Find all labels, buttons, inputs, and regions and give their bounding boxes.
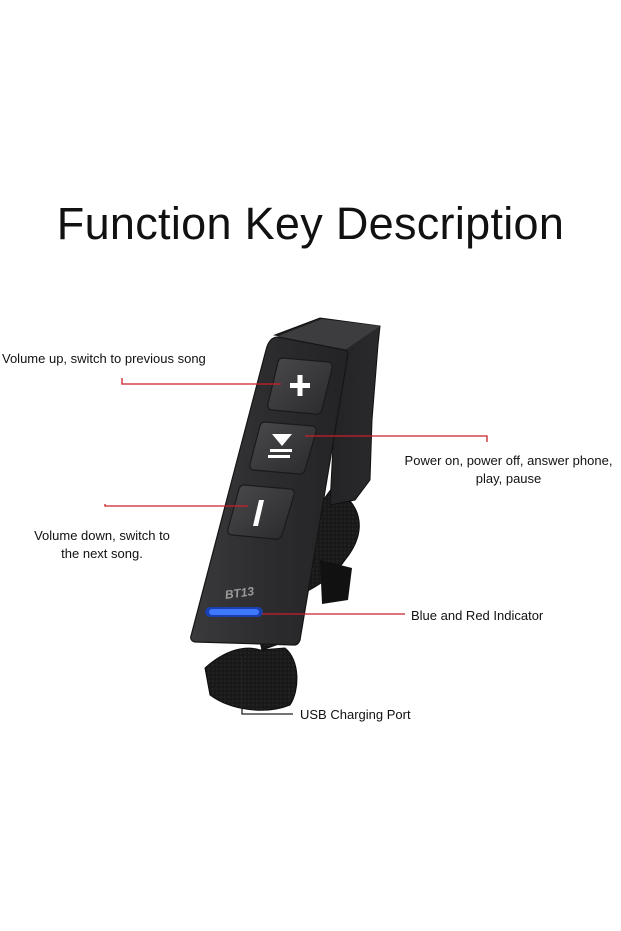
callout-indicator: Blue and Red Indicator xyxy=(411,608,544,623)
leader-usb xyxy=(241,658,293,715)
play-pause-icon xyxy=(268,434,292,458)
callout-volume-down-line2: the next song. xyxy=(61,546,143,561)
callout-volume-down: Volume down, switch to the next song. xyxy=(12,527,192,563)
model-label: BT13 xyxy=(224,584,255,602)
plus-button[interactable] xyxy=(267,357,333,415)
callout-power-line1: Power on, power off, answer phone, xyxy=(404,453,613,468)
minus-icon xyxy=(253,500,264,526)
callout-volume-down-line1: Volume down, switch to xyxy=(34,528,170,543)
indicator-led xyxy=(205,607,263,617)
play-pause-button[interactable] xyxy=(249,421,317,475)
strap-buckle xyxy=(320,560,352,604)
callout-power: Power on, power off, answer phone, play,… xyxy=(396,452,621,488)
leader-volume-up xyxy=(121,378,281,385)
page-title: Function Key Description xyxy=(56,198,565,249)
plus-icon xyxy=(290,375,310,396)
leader-power xyxy=(305,435,488,442)
leader-lines xyxy=(104,378,488,715)
callout-power-line2: play, pause xyxy=(475,471,542,486)
callout-usb: USB Charging Port xyxy=(300,707,411,722)
minus-button[interactable] xyxy=(227,484,295,540)
leader-volume-down xyxy=(104,504,248,507)
callout-volume-up: Volume up, switch to previous song xyxy=(2,351,206,366)
